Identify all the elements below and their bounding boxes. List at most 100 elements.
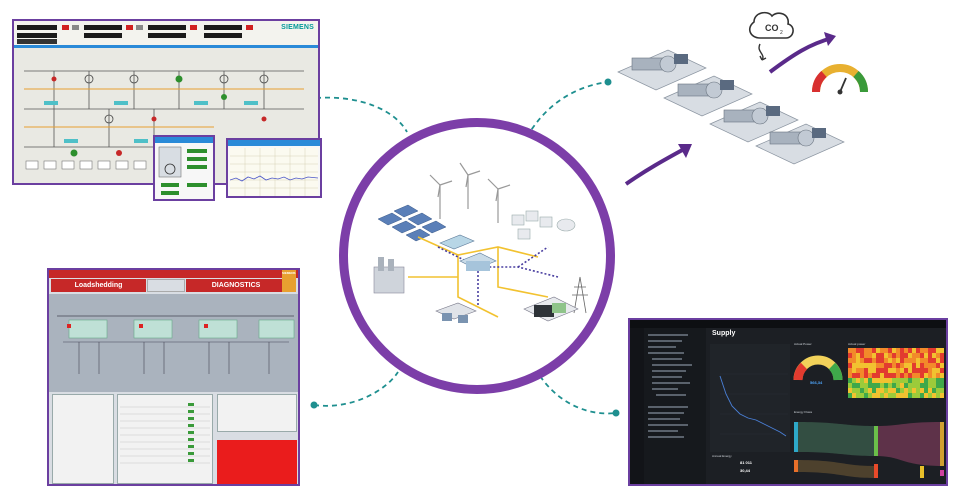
heatmap-cell xyxy=(920,358,924,363)
scada-field xyxy=(84,25,122,30)
nav-item[interactable] xyxy=(652,382,690,384)
heatmap-cell xyxy=(908,378,912,383)
heatmap-cell xyxy=(880,368,884,373)
heatmap-cell xyxy=(924,373,928,378)
scada-alarm-button[interactable] xyxy=(126,25,133,30)
nav-item[interactable] xyxy=(648,424,688,426)
heatmap-cell xyxy=(872,373,876,378)
heatmap-cell xyxy=(904,393,908,398)
heatmap-cell xyxy=(908,358,912,363)
heatmap-cell xyxy=(940,373,944,378)
scada-field xyxy=(17,33,57,38)
nav-item[interactable] xyxy=(652,370,686,372)
heatmap-cell xyxy=(884,363,888,368)
heatmap-cell xyxy=(920,363,924,368)
nav-item[interactable] xyxy=(656,394,686,396)
heatmap-cell xyxy=(928,348,932,353)
tab-spacer[interactable] xyxy=(147,279,185,292)
heatmap-cell xyxy=(940,353,944,358)
heatmap-cell xyxy=(872,368,876,373)
heatmap-cell xyxy=(932,378,936,383)
heatmap-cell xyxy=(936,358,940,363)
scada-alarm-button[interactable] xyxy=(246,25,253,30)
heatmap-cell xyxy=(924,378,928,383)
dash-iconbar xyxy=(630,328,644,484)
heatmap-cell xyxy=(912,393,916,398)
heatmap-cell xyxy=(900,388,904,393)
scada-popup-breaker xyxy=(153,135,215,201)
nav-item[interactable] xyxy=(648,418,680,420)
scada-button[interactable] xyxy=(72,25,79,30)
diag-table-middle xyxy=(117,394,213,484)
heatmap-cell xyxy=(856,368,860,373)
nav-item[interactable] xyxy=(652,388,678,390)
heatmap-cell xyxy=(856,388,860,393)
scada-field xyxy=(17,39,57,44)
heatmap-cell xyxy=(908,393,912,398)
nav-item[interactable] xyxy=(652,358,682,360)
heatmap-cell xyxy=(848,383,852,388)
nav-item[interactable] xyxy=(648,430,678,432)
heatmap-cell xyxy=(920,383,924,388)
heatmap-cell xyxy=(856,358,860,363)
heatmap-cell xyxy=(900,393,904,398)
scada-alarm-button[interactable] xyxy=(62,25,69,30)
heatmap-cell xyxy=(920,378,924,383)
heatmap-cell xyxy=(868,348,872,353)
heatmap-cell xyxy=(900,373,904,378)
heatmap-cell xyxy=(848,363,852,368)
heatmap-cell xyxy=(872,378,876,383)
nav-item[interactable] xyxy=(648,340,682,342)
siemens-logo: SIEMENS xyxy=(281,24,314,31)
heatmap-cell xyxy=(888,378,892,383)
heatmap-cell xyxy=(868,368,872,373)
heatmap-cell xyxy=(900,368,904,373)
heatmap-cell xyxy=(888,348,892,353)
scada-button[interactable] xyxy=(136,25,143,30)
nav-item[interactable] xyxy=(648,352,684,354)
heatmap-cell xyxy=(856,348,860,353)
nav-item[interactable] xyxy=(652,364,692,366)
heatmap-cell xyxy=(876,388,880,393)
heatmap-cell xyxy=(852,378,856,383)
heatmap-cell xyxy=(912,358,916,363)
nav-item[interactable] xyxy=(648,406,688,408)
energy-dashboard-screenshot: Supply Annual Energy 81 011 30,44 Actual… xyxy=(628,318,948,486)
breaker-detail xyxy=(158,146,207,195)
energy-system-hub xyxy=(339,118,615,394)
nav-item[interactable] xyxy=(648,334,688,336)
heatmap-cell xyxy=(872,353,876,358)
connector-top-left xyxy=(315,96,408,133)
nav-item[interactable] xyxy=(648,436,684,438)
heatmap-cell xyxy=(936,373,940,378)
input-arrow-icon xyxy=(624,144,692,186)
nav-item[interactable] xyxy=(652,376,682,378)
heatmap-cell xyxy=(852,353,856,358)
heatmap-cell xyxy=(896,348,900,353)
heatmap-cell xyxy=(868,393,872,398)
heatmap-cell xyxy=(864,363,868,368)
heatmap-cell xyxy=(864,348,868,353)
scada-alarm-button[interactable] xyxy=(190,25,197,30)
nav-item[interactable] xyxy=(648,412,684,414)
heatmap-cell xyxy=(924,393,928,398)
heatmap-cell xyxy=(904,373,908,378)
scada-field xyxy=(84,33,122,38)
tab-loadshedding[interactable]: Loadshedding xyxy=(51,279,146,292)
heatmap-cell xyxy=(928,388,932,393)
nav-item[interactable] xyxy=(648,346,676,348)
tab-diagnostics[interactable]: DIAGNOSTICS xyxy=(186,279,286,292)
annual-energy-label: Annual Energy xyxy=(712,454,732,458)
central-controller xyxy=(459,252,497,271)
heatmap-cell xyxy=(888,393,892,398)
transmission-pylon xyxy=(572,276,588,314)
diag-titlebar xyxy=(49,270,298,278)
dash-topbar xyxy=(630,320,946,328)
heatmap-cell xyxy=(880,358,884,363)
heatmap-cell xyxy=(932,353,936,358)
heatmap-cell xyxy=(920,368,924,373)
co2-label: CO xyxy=(765,23,779,33)
heatmap-cell xyxy=(916,388,920,393)
power-flow-lines xyxy=(408,236,559,318)
storage-buildings xyxy=(511,210,576,240)
